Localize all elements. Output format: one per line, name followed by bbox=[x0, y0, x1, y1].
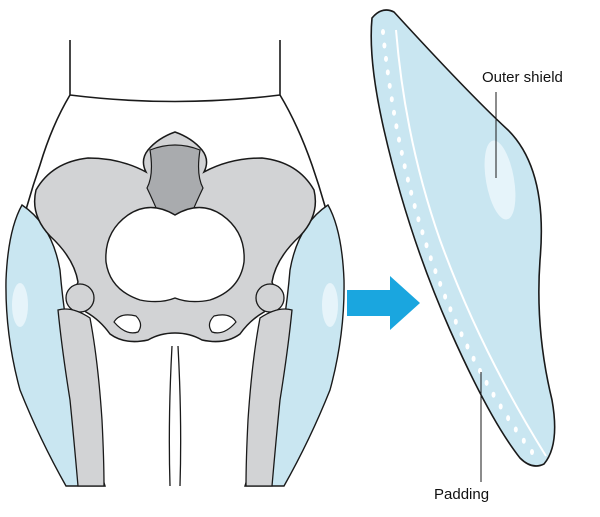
padding-dot bbox=[420, 229, 424, 235]
padding-dot bbox=[506, 415, 510, 421]
padding-dot bbox=[390, 96, 394, 102]
padding-dot bbox=[382, 43, 386, 49]
padding-dot bbox=[429, 255, 433, 261]
padding-dot bbox=[438, 281, 442, 287]
padding-dot bbox=[514, 427, 518, 433]
inner-leg-lines bbox=[169, 346, 180, 486]
padding-dot bbox=[403, 163, 407, 169]
padding-dot bbox=[460, 331, 464, 337]
padding-dot bbox=[433, 268, 437, 274]
outer-shield-label: Outer shield bbox=[482, 70, 563, 85]
padding-dot bbox=[409, 190, 413, 196]
femoral-head-right bbox=[256, 284, 284, 312]
padding-dot bbox=[406, 177, 410, 183]
femoral-head-left bbox=[66, 284, 94, 312]
padding-dot bbox=[492, 392, 496, 398]
pelvis-bone bbox=[35, 132, 316, 342]
padding-dot bbox=[499, 404, 503, 410]
padding-dot bbox=[448, 306, 452, 312]
padding-dot bbox=[522, 438, 526, 444]
padding-dot bbox=[400, 150, 404, 156]
padding-label: Padding bbox=[434, 487, 489, 502]
padding-dot bbox=[530, 449, 534, 455]
pelvic-inlet bbox=[106, 208, 244, 302]
padding-dot bbox=[381, 29, 385, 35]
padding-dot bbox=[388, 83, 392, 89]
padding-dot bbox=[465, 344, 469, 350]
padding-dot bbox=[472, 356, 476, 362]
padding-dot bbox=[394, 123, 398, 129]
padding-dot bbox=[397, 137, 401, 143]
padding-dot bbox=[425, 242, 429, 248]
padding-dot bbox=[485, 380, 489, 386]
padding-dot bbox=[416, 216, 420, 222]
padding-dot bbox=[392, 110, 396, 116]
padding-dot bbox=[413, 203, 417, 209]
padding-dot bbox=[443, 294, 447, 300]
right-arrow-icon bbox=[347, 276, 420, 330]
padding-dot bbox=[454, 319, 458, 325]
padding-dot bbox=[386, 69, 390, 75]
pelvis-figure bbox=[6, 40, 344, 486]
femurs bbox=[58, 309, 292, 486]
padding-dot bbox=[384, 56, 388, 62]
